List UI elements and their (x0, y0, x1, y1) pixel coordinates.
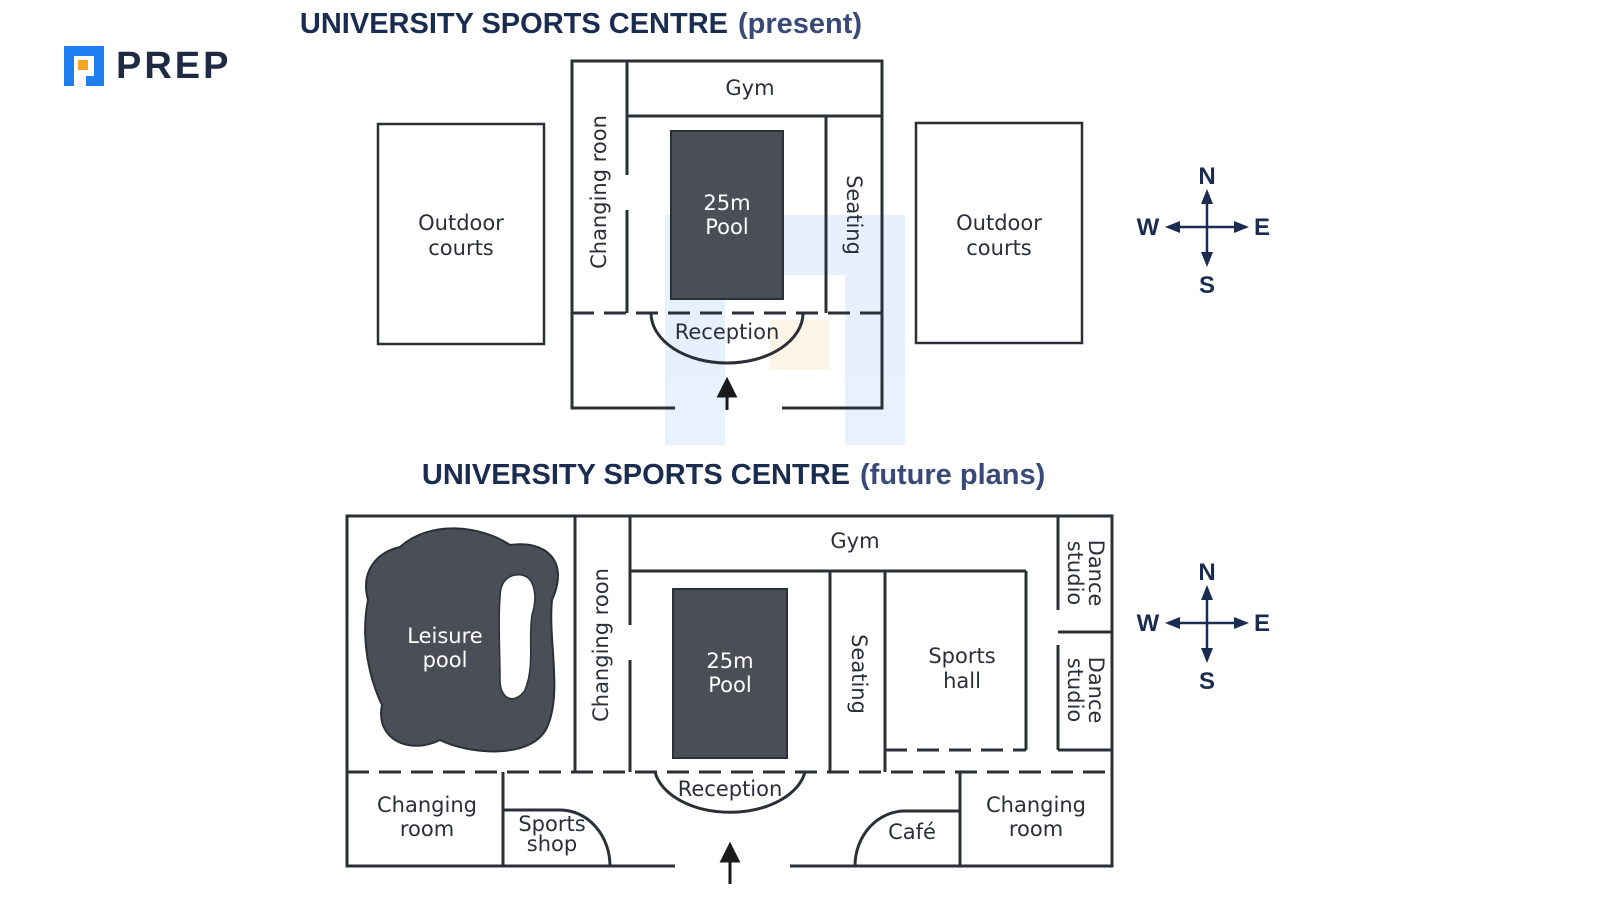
future-cafe-label: Café (888, 820, 936, 844)
present-gym-label: Gym (725, 76, 774, 100)
future-sports-shop-label-2: shop (527, 832, 577, 856)
future-gym-label: Gym (830, 529, 879, 553)
prep-logo-icon (60, 42, 108, 90)
future-building-wall (345, 514, 1114, 868)
future-leisure-pool-label-1: Leisure (407, 624, 482, 648)
present-compass-n: N (1198, 163, 1215, 190)
future-changing-room-east-label-1: Changing (986, 793, 1086, 817)
present-building-wall (570, 59, 884, 410)
future-reception-desk (653, 771, 807, 814)
future-leisure-pool-label-2: pool (423, 648, 468, 672)
present-outdoor-courts-west (376, 122, 546, 346)
future-pool-label-2: Pool (708, 673, 751, 697)
future-compass-w: W (1137, 610, 1160, 637)
present-25m-pool (670, 130, 784, 300)
present-pool-label-2: Pool (705, 215, 748, 239)
future-changing-room-vertical-label: Changing roon (589, 568, 613, 722)
future-compass-s: S (1199, 668, 1215, 695)
future-compass-n: N (1198, 559, 1215, 586)
future-reception-label: Reception (678, 777, 783, 801)
present-seating-label: Seating (842, 175, 866, 255)
future-compass: N S W E (1137, 559, 1270, 695)
future-sports-hall-label-2: hall (943, 669, 981, 693)
present-outdoor-west-label-1: Outdoor (418, 211, 504, 235)
present-compass: N S W E (1137, 163, 1270, 299)
present-outdoor-east-label-1: Outdoor (956, 211, 1042, 235)
present-subtitle: (present) (738, 8, 862, 40)
future-dance-studio-south-label-2: studio (1063, 658, 1087, 723)
future-changing-room-west-label-2: room (400, 817, 454, 841)
future-dance-studio-south-label-1: Dance (1084, 657, 1108, 724)
future-cafe (853, 809, 960, 867)
future-changing-room-east-label-2: room (1009, 817, 1063, 841)
future-sports-hall-label-1: Sports (928, 644, 995, 668)
future-seating-label: Seating (847, 634, 871, 714)
future-pool-label-1: 25m (706, 649, 753, 673)
future-dance-studio-north-label-1: Dance (1084, 540, 1108, 607)
future-25m-pool (672, 588, 788, 759)
prep-logo-text: PREP (116, 45, 232, 87)
future-sports-shop-label-1: Sports (518, 812, 585, 836)
present-compass-w: W (1137, 214, 1160, 241)
present-pool-label-1: 25m (703, 191, 750, 215)
prep-logo: PREP (60, 42, 231, 90)
present-plan: UNIVERSITY SPORTS CENTRE (present) Outdo… (300, 8, 1084, 410)
present-changing-room-label: Changing roon (587, 115, 611, 269)
present-compass-s: S (1199, 272, 1215, 299)
present-outdoor-courts-east (914, 121, 1084, 345)
present-reception-label: Reception (675, 320, 780, 344)
future-compass-e: E (1254, 610, 1270, 637)
present-outdoor-west-label-2: courts (428, 236, 494, 260)
present-compass-e: E (1254, 214, 1270, 241)
future-changing-room-west-label-1: Changing (377, 793, 477, 817)
present-title: UNIVERSITY SPORTS CENTRE (300, 8, 728, 40)
present-reception-desk (649, 312, 805, 365)
future-subtitle: (future plans) (860, 459, 1045, 491)
future-plan: UNIVERSITY SPORTS CENTRE (future plans) … (345, 459, 1114, 884)
future-dance-studio-north-label-2: studio (1063, 541, 1087, 606)
future-title: UNIVERSITY SPORTS CENTRE (422, 459, 850, 491)
present-outdoor-east-label-2: courts (966, 236, 1032, 260)
